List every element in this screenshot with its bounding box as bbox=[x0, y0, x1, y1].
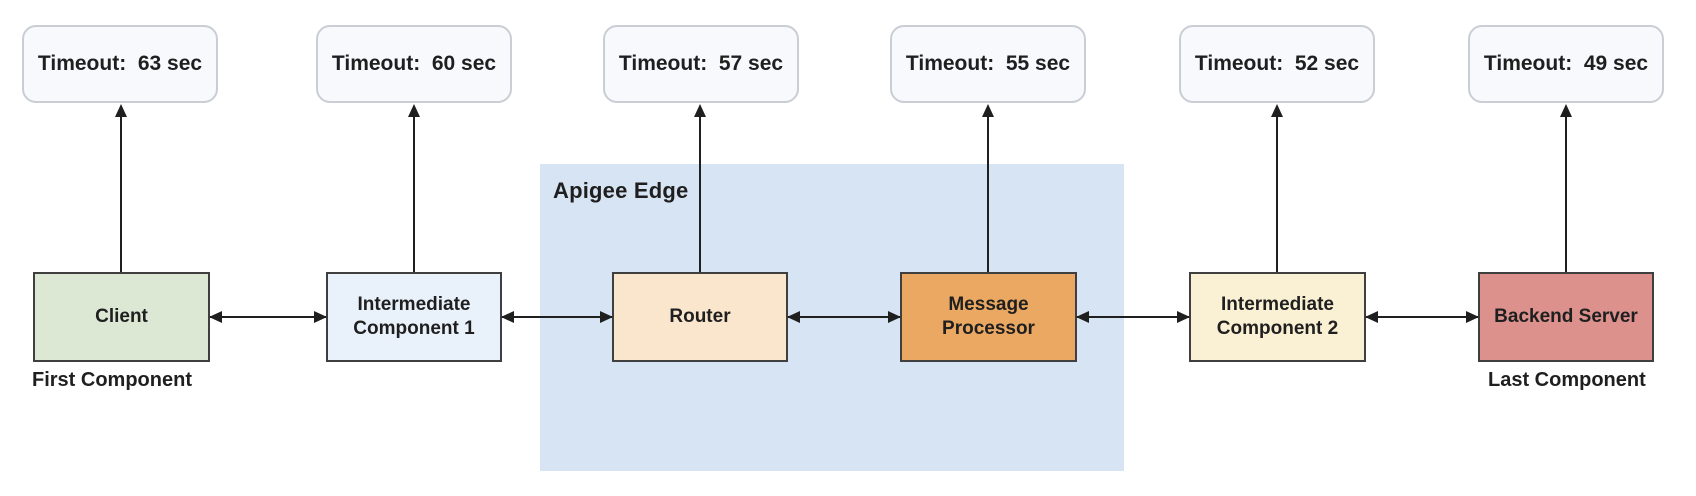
component-box-backend-server: Backend Server bbox=[1478, 272, 1654, 362]
arrow-intermediate-component-2-backend-server-icon bbox=[1365, 311, 1479, 323]
timeout-badge-message-processor: Timeout: 55 sec bbox=[890, 25, 1086, 103]
arrow-router-message-processor-icon bbox=[787, 311, 901, 323]
timeout-badge-intermediate-component-1: Timeout: 60 sec bbox=[316, 25, 512, 103]
timeout-badge-client: Timeout: 63 sec bbox=[22, 25, 218, 103]
timeout-badge-router: Timeout: 57 sec bbox=[603, 25, 799, 103]
component-label: Client bbox=[95, 306, 148, 327]
component-box-message-processor: Message Processor bbox=[900, 272, 1077, 362]
component-box-intermediate-component-1: Intermediate Component 1 bbox=[326, 272, 502, 362]
component-box-client: Client bbox=[33, 272, 210, 362]
timeout-badge-intermediate-component-2: Timeout: 52 sec bbox=[1179, 25, 1375, 103]
arrow-intermediate-component-1-to-timeout-icon bbox=[408, 104, 420, 272]
arrow-intermediate-component-2-to-timeout-icon bbox=[1271, 104, 1283, 272]
timeout-label: Timeout: 49 sec bbox=[1483, 52, 1649, 75]
component-label: Router bbox=[669, 306, 731, 327]
timeout-label: Timeout: 60 sec bbox=[331, 52, 497, 75]
arrow-backend-server-to-timeout-icon bbox=[1560, 104, 1572, 272]
arrow-client-intermediate-component-1-icon bbox=[209, 311, 327, 323]
component-box-router: Router bbox=[612, 272, 788, 362]
timeout-label: Timeout: 57 sec bbox=[618, 52, 784, 75]
component-label: Message Processor bbox=[942, 294, 1035, 339]
apigee-edge-label: Apigee Edge bbox=[553, 178, 689, 203]
component-label: Intermediate Component 1 bbox=[353, 294, 475, 339]
component-label: Backend Server bbox=[1494, 306, 1638, 327]
arrow-message-processor-to-timeout-icon bbox=[982, 104, 994, 272]
first-component-caption: First Component bbox=[32, 369, 192, 391]
arrow-router-to-timeout-icon bbox=[694, 104, 706, 272]
timeout-label: Timeout: 63 sec bbox=[37, 52, 203, 75]
timeout-label: Timeout: 55 sec bbox=[905, 52, 1071, 75]
arrow-message-processor-intermediate-component-2-icon bbox=[1076, 311, 1190, 323]
last-component-caption: Last Component bbox=[1488, 369, 1646, 391]
component-label: Intermediate Component 2 bbox=[1216, 294, 1339, 339]
timeout-label: Timeout: 52 sec bbox=[1194, 52, 1360, 75]
arrow-client-to-timeout-icon bbox=[115, 104, 127, 272]
arrow-intermediate-component-1-router-icon bbox=[501, 311, 613, 323]
component-box-intermediate-component-2: Intermediate Component 2 bbox=[1189, 272, 1366, 362]
timeout-badge-backend-server: Timeout: 49 sec bbox=[1468, 25, 1664, 103]
